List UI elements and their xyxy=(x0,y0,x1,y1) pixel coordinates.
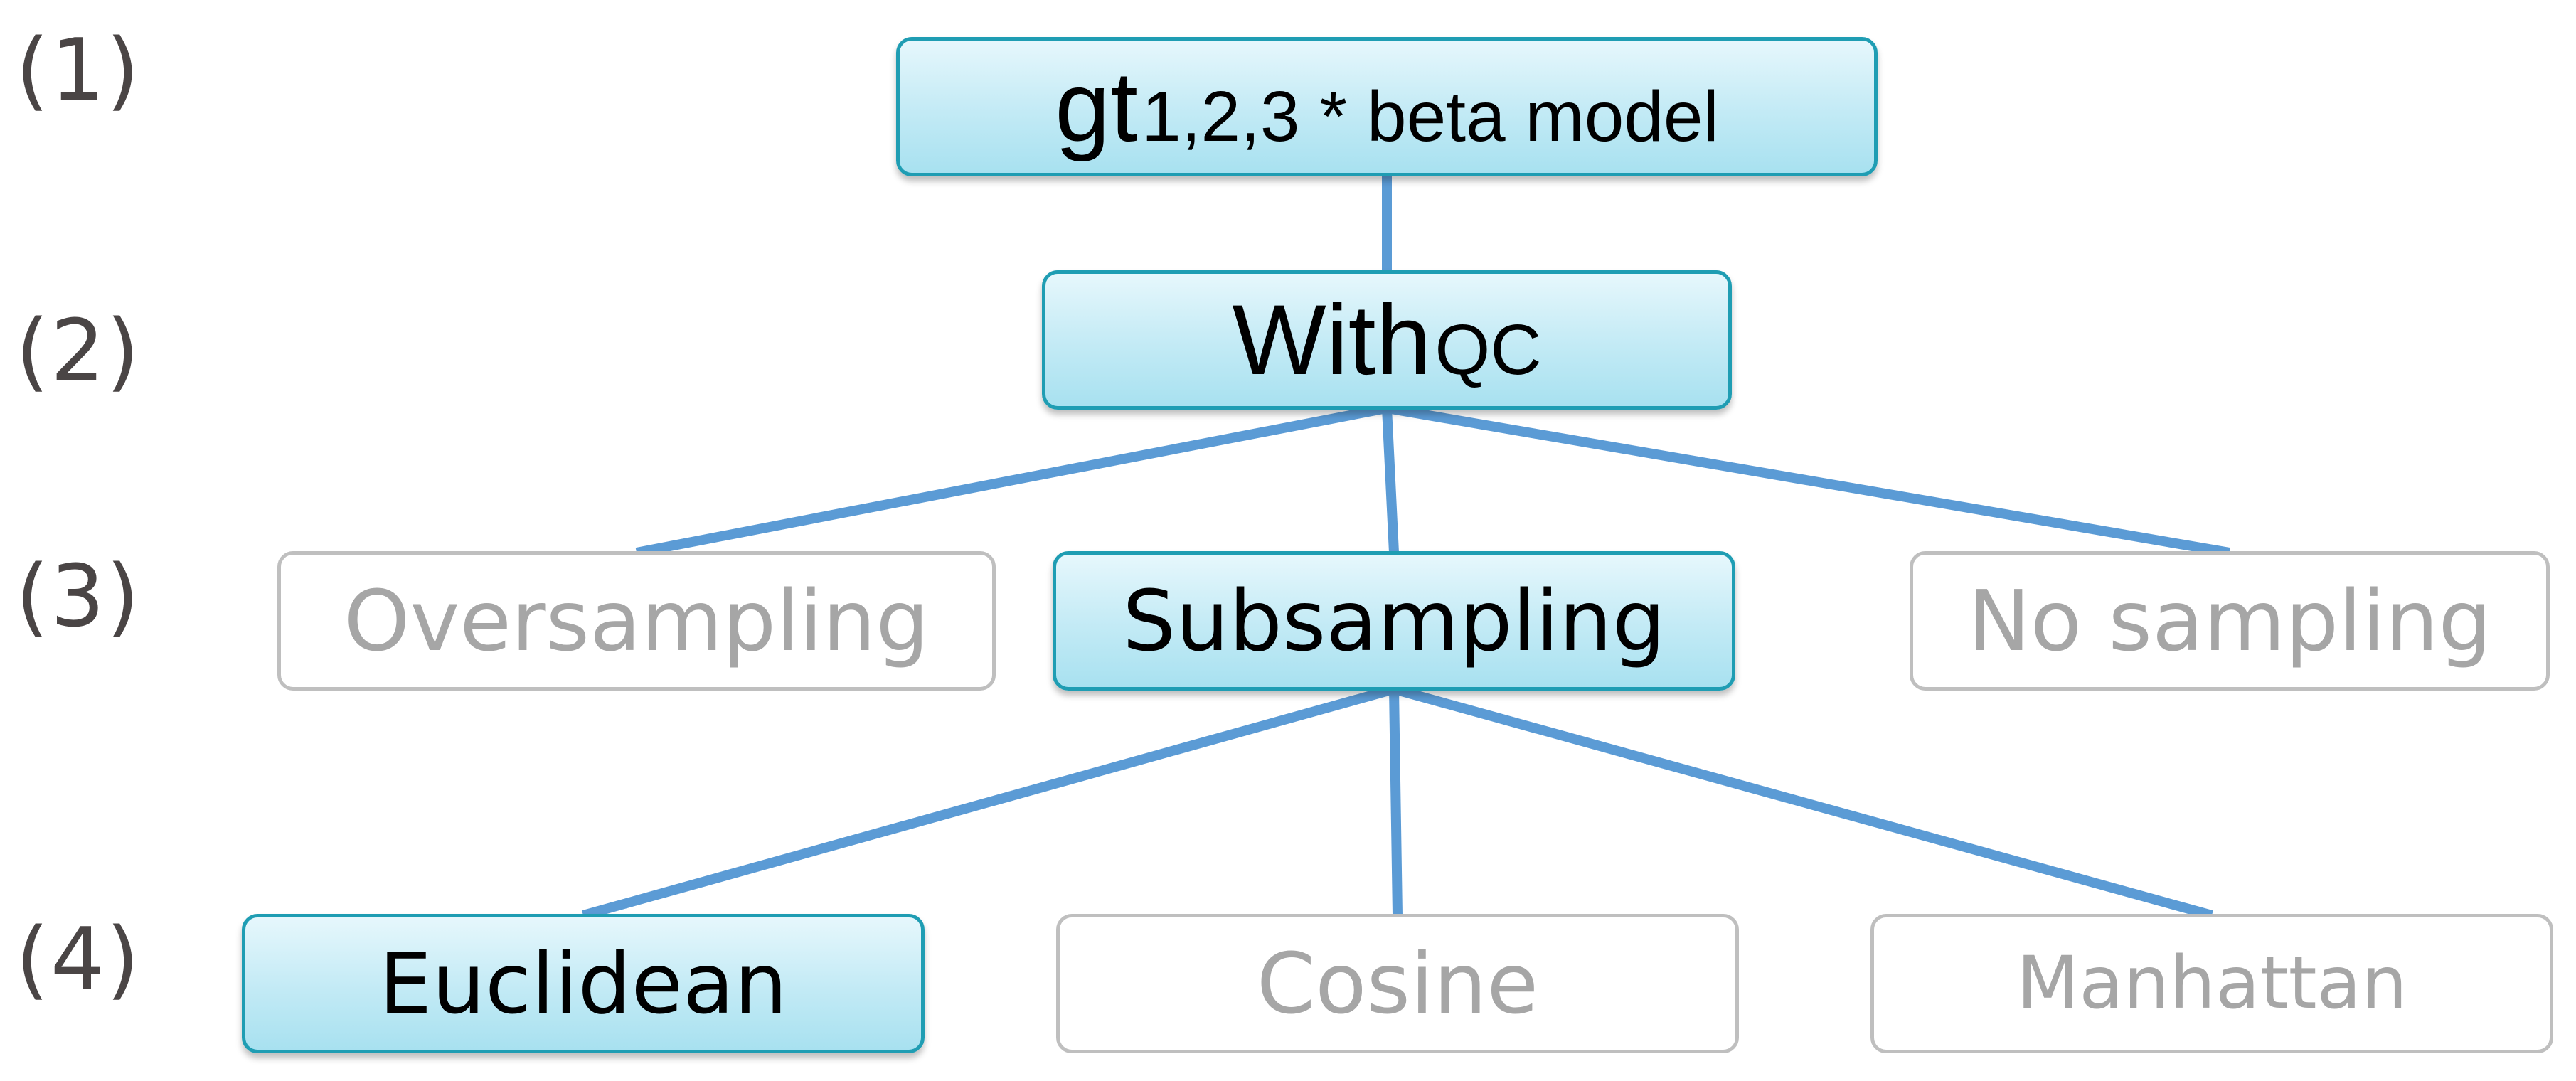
node-euclidean-label: Euclidean xyxy=(378,934,788,1033)
connector-qc-oversampling xyxy=(635,403,1388,558)
level-label-4: (4) xyxy=(16,910,141,1009)
node-manhattan: Manhattan xyxy=(1870,914,2553,1053)
connector-qc-subsampling xyxy=(1382,408,1399,553)
node-oversampling-label: Oversampling xyxy=(344,572,930,670)
node-no-sampling-label: No sampling xyxy=(1967,572,2492,670)
node-no-sampling: No sampling xyxy=(1910,551,2550,691)
node-with-qc: With QC xyxy=(1042,270,1732,410)
connector-qc-no_sampling xyxy=(1385,403,2231,558)
node-with-qc-rest: QC xyxy=(1435,310,1542,390)
node-manhattan-label: Manhattan xyxy=(2016,941,2407,1026)
node-with-qc-lead: With xyxy=(1232,284,1432,395)
node-oversampling: Oversampling xyxy=(277,551,996,691)
connector-subsampling-euclidean xyxy=(582,684,1395,920)
connector-subsampling-manhattan xyxy=(1393,684,2213,920)
connector-subsampling-cosine xyxy=(1389,688,1403,916)
node-euclidean: Euclidean xyxy=(242,914,925,1053)
level-label-3: (3) xyxy=(16,548,141,646)
node-subsampling: Subsampling xyxy=(1053,551,1735,691)
node-gt-beta-model-lead: gt xyxy=(1055,50,1138,162)
level-label-2: (2) xyxy=(16,302,141,401)
node-gt-beta-model: gt 1,2,3 * beta model xyxy=(896,37,1878,176)
node-cosine-label: Cosine xyxy=(1256,934,1539,1033)
level-label-1: (1) xyxy=(16,21,141,120)
node-gt-beta-model-rest: 1,2,3 * beta model xyxy=(1141,77,1719,156)
node-cosine: Cosine xyxy=(1056,914,1739,1053)
node-subsampling-label: Subsampling xyxy=(1122,572,1666,670)
